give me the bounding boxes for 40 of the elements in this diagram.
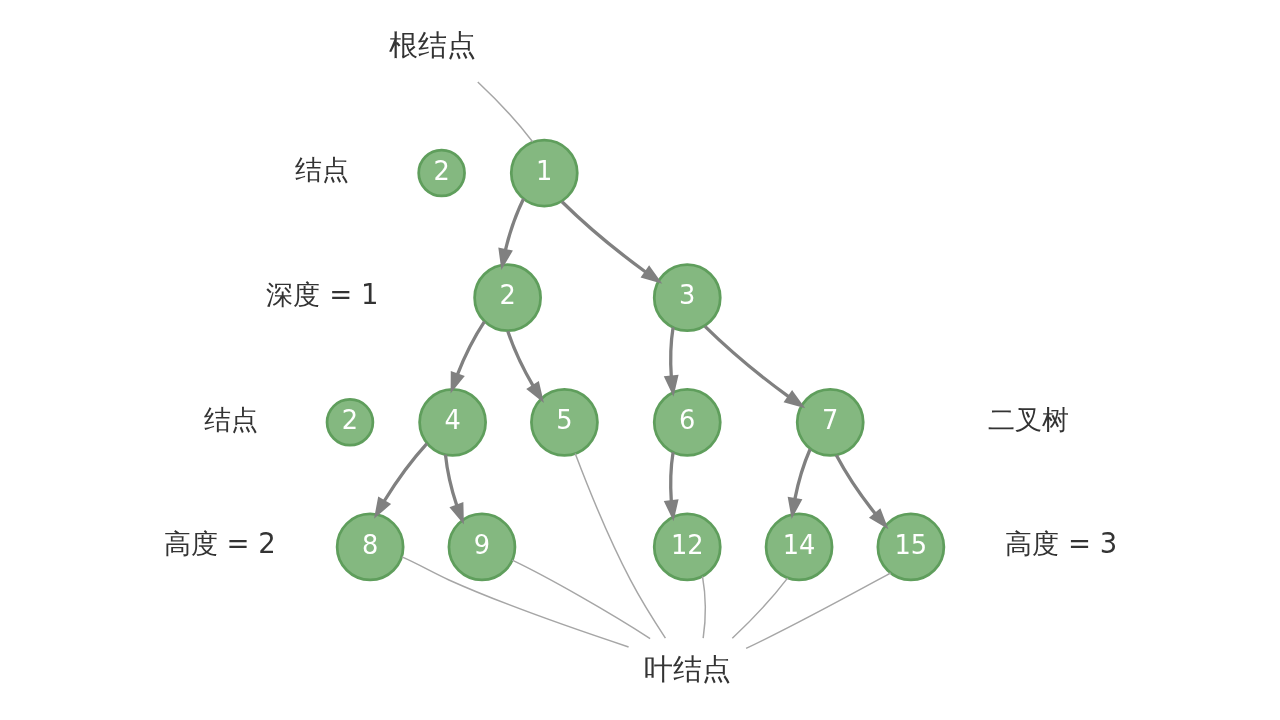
node-circle: 1: [509, 138, 579, 208]
arrow: [443, 454, 464, 525]
label: 二叉树: [987, 402, 1069, 435]
node-text: 叶结点: [643, 651, 731, 686]
arrow: [373, 442, 428, 519]
arrow: [497, 198, 525, 270]
arrow: [834, 454, 888, 530]
node-circle: 7: [795, 387, 865, 457]
arrow: [787, 448, 812, 519]
node-circle: 2: [416, 148, 466, 198]
node-circle: 6: [652, 387, 722, 457]
connector: [731, 577, 788, 639]
node-circle: 8: [335, 512, 404, 582]
node-circle: 5: [529, 387, 599, 457]
label: 结点: [203, 402, 258, 435]
label: 结点: [294, 153, 349, 186]
connector: [476, 81, 533, 143]
connector: [744, 572, 891, 650]
node-circle: 4: [417, 387, 487, 457]
label: 高度 = 2: [163, 527, 276, 560]
arrow: [450, 320, 486, 394]
node-circle: 2: [472, 263, 542, 333]
connector: [573, 452, 666, 639]
arrow: [663, 452, 679, 522]
node-circle: 2: [325, 398, 374, 447]
node-circle: 3: [652, 263, 722, 333]
node-circle: 14: [764, 512, 833, 582]
node-circle: 9: [447, 512, 516, 582]
arrow: [505, 330, 544, 404]
connector: [400, 556, 629, 648]
label: 深度 = 1: [265, 278, 378, 311]
label: 高度 = 3: [1004, 527, 1117, 560]
arrow: [703, 325, 805, 409]
connector: [511, 559, 651, 640]
node-circle: 12: [652, 512, 722, 582]
arrow: [663, 327, 679, 397]
node-circle: 15: [876, 512, 945, 582]
node-text: 根结点: [388, 28, 476, 63]
arrow: [560, 200, 662, 284]
connector: [701, 575, 706, 639]
